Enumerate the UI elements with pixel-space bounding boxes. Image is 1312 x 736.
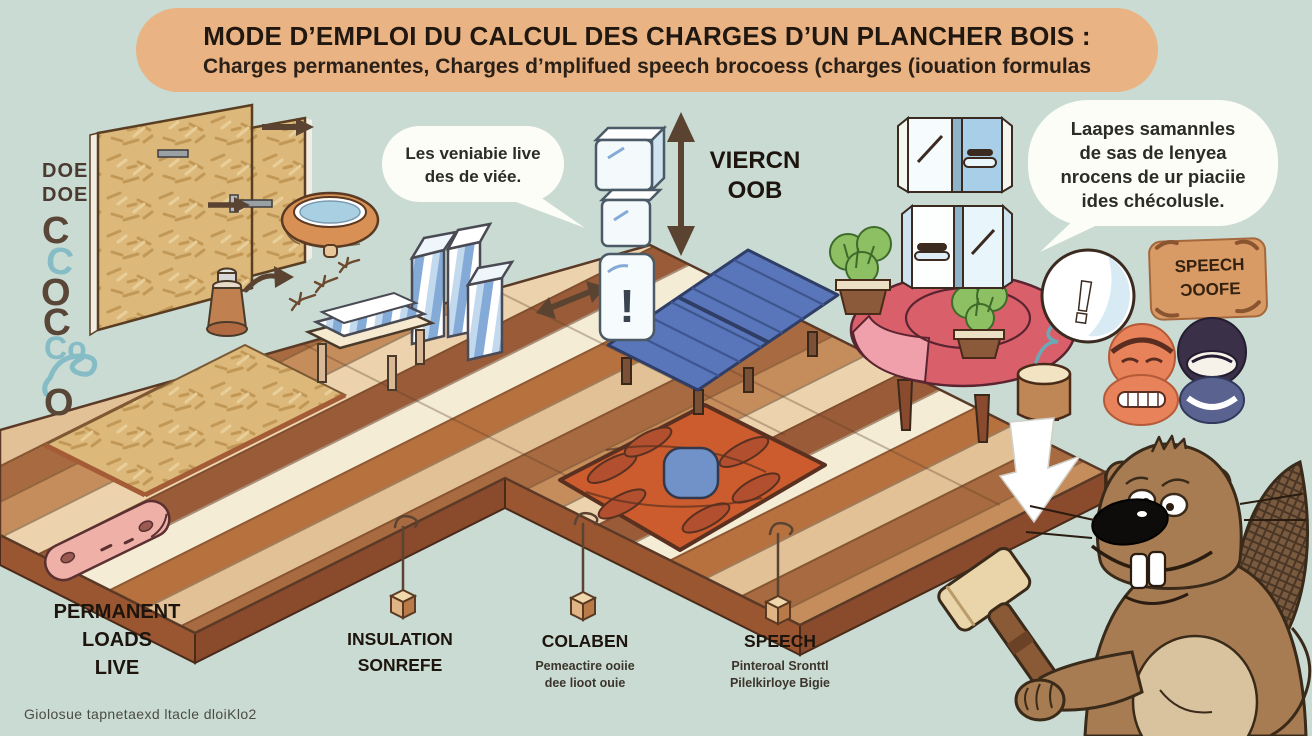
person-face-orange: [1103, 323, 1179, 426]
doe-label-2: DOE: [42, 184, 89, 206]
label-speech: SPEECH Pinteroal Sronttl Pilelkirloye Bi…: [729, 631, 831, 691]
sprig-icons: [288, 256, 361, 312]
speech-bubble-right: [1028, 100, 1278, 252]
beaver-whiskers: [1025, 493, 1306, 539]
label-insulation: INSULATION SONREFE: [347, 629, 453, 676]
osb-wall-panels: [89, 103, 314, 337]
chain-letter: O: [41, 272, 71, 314]
panel-arrow-icons: [208, 118, 314, 213]
bottle-icon: [206, 267, 248, 337]
ice-cubes: [592, 124, 668, 342]
page-title: MODE D’EMPLOI DU CALCUL DES CHARGES D’UN…: [203, 21, 1091, 51]
chain-letter: O: [44, 382, 74, 424]
pendant-tags: [388, 511, 794, 626]
warning-circle-icon: [1040, 248, 1136, 344]
speech-bubble-right-text: Laapes samannles de sas de lenyea nrocen…: [1060, 117, 1246, 212]
beaver-nose: [1091, 498, 1169, 546]
doe-label-1: DOE: [42, 160, 89, 182]
dimension-label: VIERCN OOB: [709, 147, 801, 204]
footer-caption: Giolosue tapnetaexd ltacle dloiKlo2: [24, 706, 257, 722]
chain-squiggle-icon: [42, 353, 98, 397]
window-top: [897, 115, 1013, 194]
speech-bubble-left: [382, 126, 585, 228]
parchment-plate: [1148, 237, 1268, 321]
wood-floor-platform: [0, 243, 1108, 665]
squiggle-arrow-icon: [1034, 324, 1059, 364]
curved-arrow-icon: [243, 266, 294, 293]
insulation-rug: [558, 403, 827, 552]
down-arrow-icon: [998, 417, 1082, 524]
mallet-icon: [937, 546, 1058, 689]
person-face-dark: [1177, 317, 1247, 424]
height-arrow-icon: [667, 112, 695, 256]
cube-exclamation-mark: !: [619, 280, 634, 332]
label-colaben: COLABEN Pemeactire ooiie dee lioot ouie: [535, 631, 635, 691]
parchment-text: SPEECH ƆOOFE: [1174, 254, 1245, 300]
chain-letter: C: [42, 210, 70, 252]
label-permanent-loads: PERMANENT LOADS LIVE: [53, 601, 181, 679]
title-banner: MODE D’EMPLOI DU CALCUL DES CHARGES D’UN…: [136, 8, 1158, 92]
osb-floor-sheet: [42, 343, 348, 498]
round-wood-tray: [280, 191, 380, 258]
striped-bench: [304, 291, 436, 391]
potted-plant-right: [951, 280, 1008, 359]
speech-bubble-left-text: Les veniabie live des de viée.: [405, 144, 541, 186]
beaver-mascot: [937, 434, 1312, 736]
pink-plank: [43, 499, 171, 582]
blue-futon: [606, 248, 840, 415]
page-subtitle: Charges permanentes, Charges d’mplifued …: [202, 55, 1092, 78]
window-bottom: [901, 203, 1013, 290]
potted-plant-back: [829, 226, 892, 315]
